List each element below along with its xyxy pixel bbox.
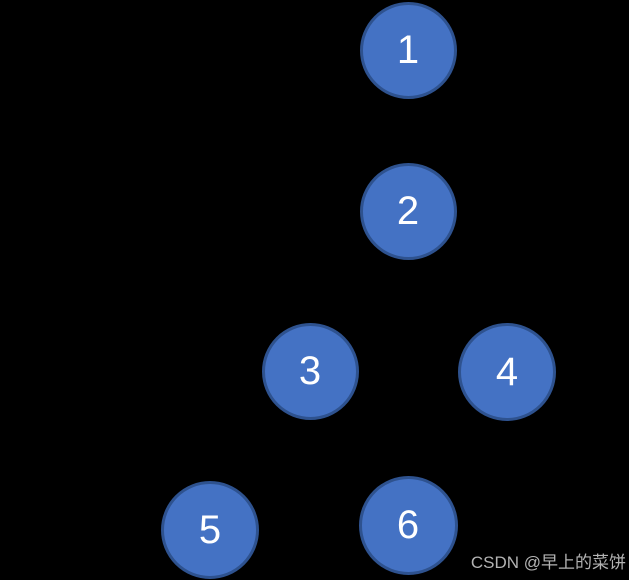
watermark-text: CSDN @早上的菜饼 [470,552,626,572]
tree-node-label: 1 [396,28,420,72]
tree-node-1: 1 [359,1,457,99]
tree-node-3: 3 [261,322,359,420]
tree-node-label: 5 [198,508,222,552]
tree-node-5: 5 [161,481,259,579]
tree-node-4: 4 [458,323,556,421]
watermark: CSDN @早上的菜饼 [471,553,626,573]
tree-node-label: 2 [396,189,420,233]
tree-node-label: 4 [495,350,519,394]
tree-node-label: 3 [298,349,322,393]
tree-node-2: 2 [359,162,457,260]
tree-node-6: 6 [358,475,458,575]
tree-node-label: 6 [396,503,420,547]
